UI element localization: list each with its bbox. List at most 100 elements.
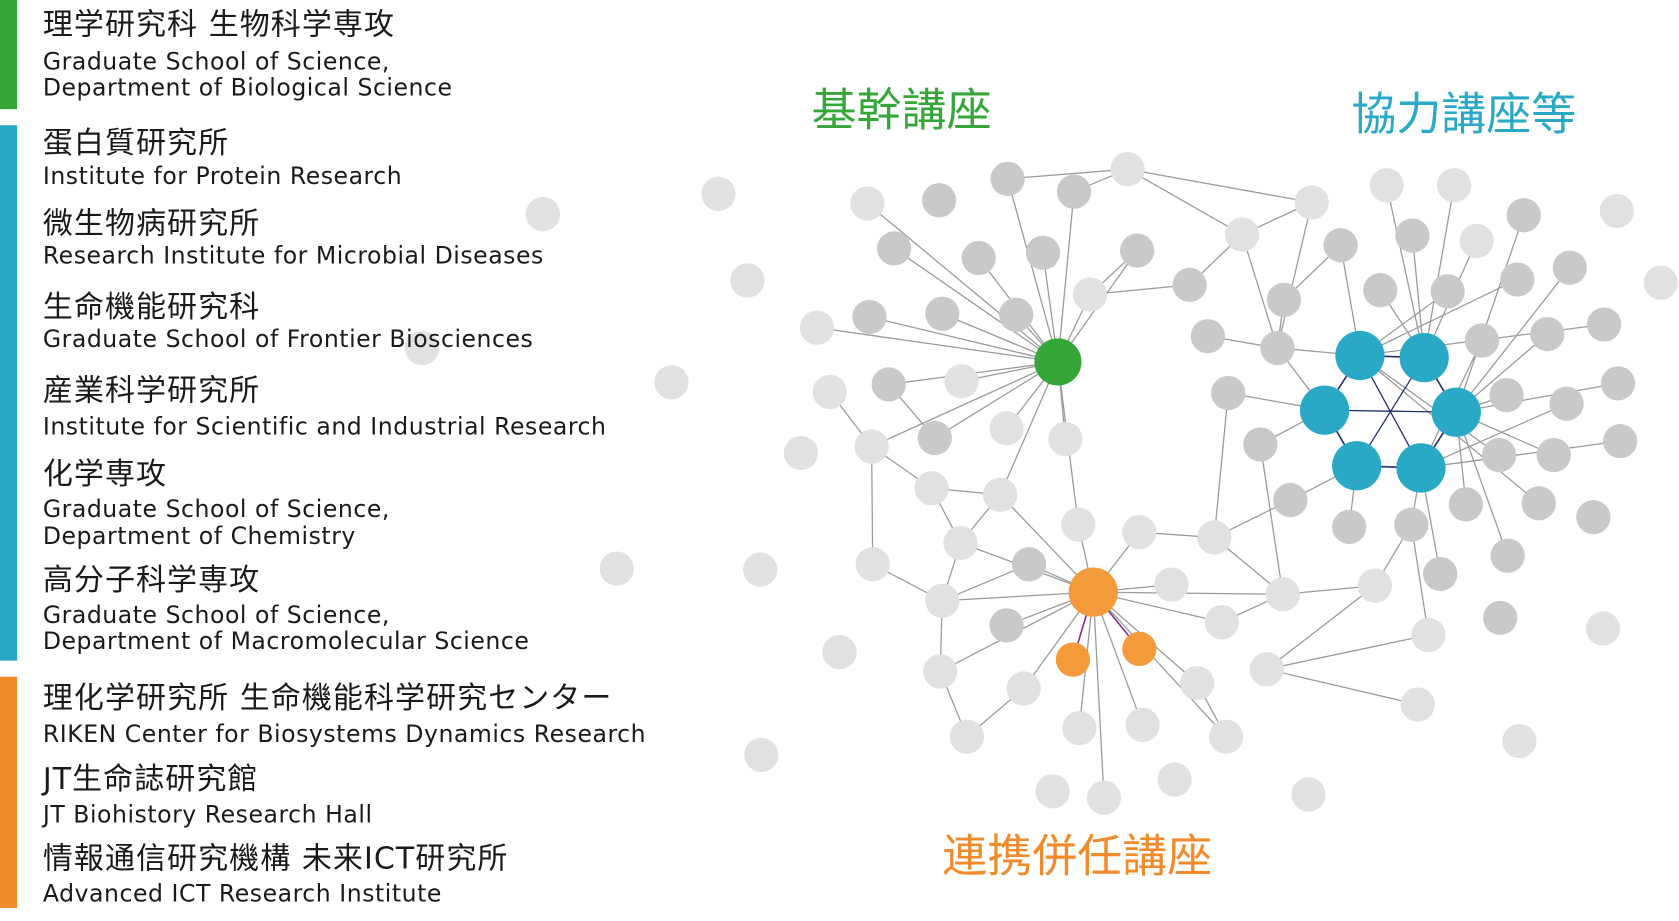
coop-2-en1: Graduate School of Frontier Biosciences [42, 326, 534, 354]
dark-node [1481, 437, 1517, 473]
coop-node [1332, 441, 1382, 491]
dark-node [1190, 319, 1225, 354]
coop-1-en1: Research Institute for Microbial Disease… [42, 243, 544, 270]
coop-4-en2: Department of Chemistry [42, 523, 356, 551]
light-node [1400, 687, 1435, 722]
joint-2-en1: Advanced ICT Research Institute [42, 881, 442, 909]
dark-node [1011, 547, 1047, 582]
category-joint-label: 連携併任講座 [942, 829, 1213, 883]
edge [816, 327, 1059, 363]
edge [1276, 202, 1313, 349]
joint-node [1068, 567, 1118, 617]
light-node [1265, 577, 1300, 612]
light-node [1585, 611, 1621, 646]
edge [1092, 592, 1105, 798]
edge [942, 591, 1094, 602]
light-node [914, 471, 949, 506]
light-node [1122, 515, 1157, 550]
light-node [944, 364, 979, 399]
edge [871, 361, 1059, 448]
core-0-jp: 理学研究科 生物科学専攻 [42, 6, 396, 42]
dark-node [1483, 600, 1518, 635]
dark-node [1172, 267, 1207, 302]
dark-node [1423, 556, 1458, 592]
dark-node [1500, 262, 1535, 297]
joint-2-jp: 情報通信研究機構 未来ICT研究所 [42, 840, 509, 876]
light-node [1180, 666, 1215, 701]
edge [1455, 267, 1571, 413]
light-node [943, 525, 978, 561]
edge [869, 316, 1059, 363]
dark-node [1395, 218, 1430, 253]
edge [1455, 215, 1525, 413]
dark-node [1448, 487, 1484, 522]
edge [1410, 524, 1430, 636]
edge [999, 361, 1059, 495]
edge [1007, 178, 1059, 363]
core-0-en2: Department of Biological Science [42, 74, 453, 102]
coop-node [1399, 333, 1449, 383]
dark-node [1211, 375, 1246, 411]
edge [1266, 668, 1418, 706]
light-node [850, 186, 885, 221]
coop-0-en1: Institute for Protein Research [42, 163, 403, 191]
joint-node [1122, 631, 1157, 667]
light-node [1048, 421, 1083, 457]
edge [1386, 185, 1425, 358]
edge [1456, 382, 1619, 413]
light-node [923, 654, 958, 689]
light-node [1291, 777, 1326, 812]
edge [1213, 392, 1229, 538]
dark-node [925, 296, 960, 331]
coop-1-jp: 微生物病研究所 [42, 205, 261, 241]
dark-node [1120, 233, 1155, 268]
core-group-bar [0, 0, 18, 110]
light-node [1369, 168, 1404, 203]
light-node [949, 719, 985, 754]
core-node [1034, 338, 1082, 386]
edge [1420, 440, 1621, 469]
edge [1127, 168, 1243, 236]
coop-5-en1: Graduate School of Science, [42, 602, 390, 630]
light-node [730, 263, 765, 298]
edge [1241, 234, 1279, 349]
light-node [812, 374, 848, 410]
light-node [1154, 567, 1189, 602]
dark-node [1549, 386, 1584, 421]
dark-node [989, 608, 1024, 643]
light-node [982, 477, 1018, 512]
light-node [799, 310, 835, 345]
core-0-en1: Graduate School of Science, [42, 49, 390, 77]
light-node [1197, 520, 1232, 555]
dark-node [1530, 316, 1565, 352]
dark-node [852, 299, 887, 335]
dark-node [1363, 273, 1398, 308]
light-node [822, 634, 857, 670]
coop-node [1396, 443, 1446, 493]
dark-node [921, 183, 957, 218]
light-node [1072, 277, 1108, 312]
coop-4-jp: 化学専攻 [42, 456, 168, 492]
light-node [1062, 711, 1097, 746]
light-node [1157, 762, 1192, 797]
edge [1259, 444, 1284, 595]
edge [1266, 585, 1376, 670]
coop-node [1431, 387, 1481, 437]
dark-node [1260, 330, 1295, 366]
edge [1455, 412, 1509, 556]
edge [1423, 185, 1455, 358]
joint-1-en1: JT Biohistory Research Hall [42, 802, 373, 829]
dark-node [1521, 486, 1556, 521]
light-node [925, 583, 960, 618]
dark-node [1536, 437, 1571, 473]
coop-5-en2: Department of Macromolecular Science [42, 628, 530, 656]
edge [1127, 168, 1312, 204]
light-node [701, 176, 736, 211]
edge [1266, 634, 1429, 670]
dark-node [1506, 198, 1541, 233]
light-node [783, 435, 819, 471]
dark-node [961, 240, 996, 276]
light-node [1224, 217, 1260, 252]
